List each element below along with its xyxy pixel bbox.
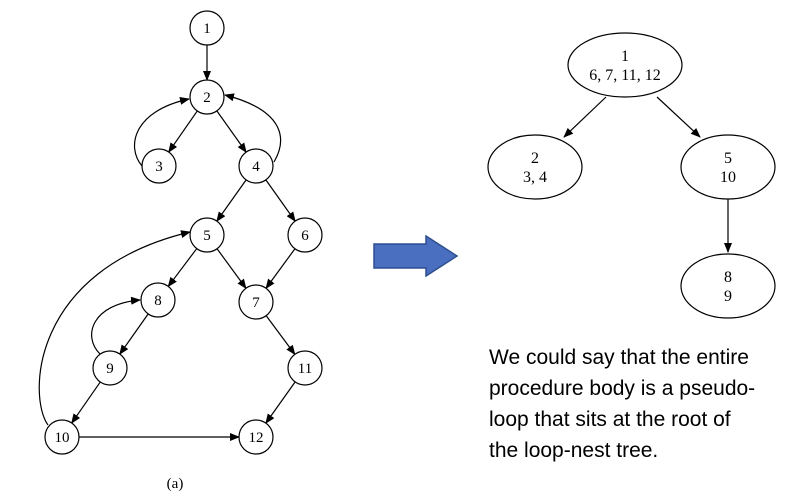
cfg-node-label: 8 [154, 293, 162, 309]
cfg-node-circle [287, 217, 323, 253]
tree-node-line: 8 [724, 269, 732, 286]
tree-node-line: 3, 4 [523, 169, 547, 186]
transform-arrow [373, 234, 459, 278]
tree-node-2: 2 3, 4 [487, 134, 583, 200]
tree-node-ellipse [680, 253, 776, 319]
cfg-edge-n5-n7 [216, 248, 247, 290]
cfg-node-1: 1 [189, 10, 225, 46]
tree-edge-t1-t2 [563, 96, 607, 138]
tree-node-1: 1 6, 7, 11, 12 [567, 32, 683, 98]
cfg-edge-n11-n12 [265, 381, 296, 424]
cfg-edge-n9-n8 [91, 296, 141, 355]
cfg-node-label: 10 [55, 430, 70, 446]
cfg-edge-n4-n5 [216, 179, 247, 222]
cfg-node-circle [189, 10, 225, 46]
cfg-edge-n8-n9 [119, 313, 149, 355]
cfg-node-5: 5 [189, 217, 225, 253]
tree-node-ellipse [567, 32, 683, 98]
figure-label: (a) [167, 476, 184, 492]
cfg-node-label: 9 [106, 361, 114, 377]
caption-line-2: procedure body is a pseudo- [489, 377, 756, 400]
cfg-node-6: 6 [287, 217, 323, 253]
cfg-node-label: 3 [155, 159, 163, 175]
cfg-node-circle [287, 350, 323, 386]
cfg-node-7: 7 [238, 284, 274, 320]
cfg-edge-n7-n11 [265, 315, 296, 356]
tree-edge-t1-t5 [656, 96, 701, 138]
tree-node-ellipse [680, 134, 776, 200]
cfg-edge-n9-n10 [71, 381, 101, 424]
tree-node-line: 2 [531, 150, 539, 167]
cfg-node-4: 4 [238, 148, 274, 184]
cfg-node-circle [92, 350, 128, 386]
cfg-node-label: 6 [301, 228, 309, 244]
cfg-node-label: 2 [203, 90, 211, 106]
cfg-edge-n3-n2 [133, 96, 190, 167]
cfg-node-10: 10 [44, 419, 80, 455]
cfg-node-3: 3 [141, 148, 177, 184]
cfg-edges [38, 45, 296, 441]
cfg-edge-n6-n7 [265, 248, 296, 290]
tree-node-line: 6, 7, 11, 12 [589, 67, 660, 84]
caption-line-3: loop that sits at the root of [489, 408, 731, 431]
cfg-node-label: 4 [252, 159, 260, 175]
cfg-node-circle [238, 419, 274, 455]
cfg-node-label: 1 [203, 21, 211, 37]
tree-node-5: 510 [680, 134, 776, 200]
cfg-node-circle [189, 79, 225, 115]
cfg-node-8: 8 [140, 282, 176, 318]
cfg-edge-n10-n5 [38, 230, 191, 426]
cfg-node-circle [238, 148, 274, 184]
cfg-node-9: 9 [92, 350, 128, 386]
tree-node-line: 9 [724, 288, 732, 305]
cfg-edge-n4-n2 [224, 93, 282, 163]
tree-node-line: 5 [724, 150, 732, 167]
caption-line-4: the loop-nest tree. [489, 439, 659, 462]
cfg-edge-n2-n3 [168, 110, 198, 153]
cfg-node-label: 12 [249, 430, 264, 446]
cfg-edge-n4-n6 [265, 179, 296, 222]
tree-node-line: 1 [621, 48, 629, 65]
cfg-node-label: 5 [203, 228, 211, 244]
tree-edges [563, 96, 732, 253]
cfg-node-2: 2 [189, 79, 225, 115]
cfg-node-label: 7 [252, 295, 260, 311]
caption: We could say that the entire procedure b… [489, 342, 793, 466]
cfg-node-circle [141, 148, 177, 184]
tree-node-ellipse [487, 134, 583, 200]
cfg-node-label: 11 [298, 361, 312, 377]
cfg-edge-n5-n8 [167, 248, 198, 288]
cfg-edge-n2-n4 [216, 110, 247, 153]
cfg-node-circle [238, 284, 274, 320]
cfg-node-circle [44, 419, 80, 455]
cfg-node-12: 12 [238, 419, 274, 455]
cfg-node-circle [140, 282, 176, 318]
caption-line-1: We could say that the entire [489, 346, 749, 369]
tree-node-line: 10 [720, 169, 736, 186]
cfg-node-11: 11 [287, 350, 323, 386]
tree-node-8: 89 [680, 253, 776, 319]
cfg-node-circle [189, 217, 225, 253]
